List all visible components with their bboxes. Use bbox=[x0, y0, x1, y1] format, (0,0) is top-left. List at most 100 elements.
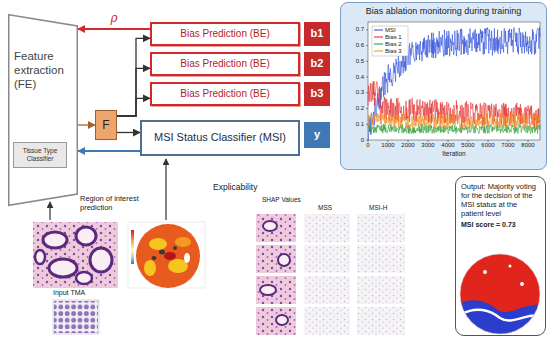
section-subheading: SHAP Values bbox=[262, 196, 301, 203]
axis-title: Iteration bbox=[424, 150, 484, 157]
feature-extractor: Feature extraction (FE) Tissue Type Class… bbox=[8, 14, 78, 206]
axis-tick-label: 6000 bbox=[473, 142, 503, 149]
axis-tick bbox=[528, 140, 529, 142]
illustration-part bbox=[357, 245, 405, 273]
trapezoid-shape bbox=[9, 15, 78, 206]
annotation: Region of interest prediction bbox=[80, 195, 144, 212]
illustration-part bbox=[366, 27, 540, 142]
connector-arrow bbox=[78, 150, 140, 152]
axis-tick-label: 0.1 bbox=[343, 121, 364, 128]
box-note: MSI score = 0.73 bbox=[461, 221, 516, 229]
illustration-part bbox=[368, 22, 540, 140]
data-series bbox=[368, 81, 540, 128]
illustration-part bbox=[43, 232, 67, 248]
connector-arrow bbox=[117, 132, 140, 133]
axis-tick-label: 5000 bbox=[453, 142, 483, 149]
bias-predictor-box: Bias Prediction (BE) bbox=[150, 22, 300, 46]
box-label: Output: Majority voting for the decision… bbox=[461, 182, 540, 218]
axis-tick bbox=[508, 140, 509, 142]
illustration-part bbox=[483, 270, 487, 274]
illustration-part bbox=[49, 259, 77, 277]
illustration-part bbox=[256, 245, 296, 273]
axis-tick-label: 0.4 bbox=[343, 74, 364, 81]
connector-arrow bbox=[117, 98, 150, 116]
axis-tick bbox=[366, 108, 368, 109]
box-label: Bias ablation monitoring during training bbox=[366, 6, 522, 17]
illustration-part bbox=[278, 254, 290, 266]
illustration-part bbox=[455, 250, 547, 338]
illustration-part bbox=[173, 246, 177, 250]
illustration-part bbox=[35, 250, 45, 264]
data-series bbox=[368, 27, 540, 140]
legend-label: MSI bbox=[385, 27, 396, 34]
illustration-part bbox=[374, 30, 383, 31]
axis-tick bbox=[488, 140, 489, 142]
connector-arrow bbox=[117, 38, 150, 116]
axis-tick-label: 0 bbox=[353, 142, 383, 149]
illustration-part bbox=[49, 202, 50, 220]
illustration-part bbox=[90, 248, 112, 272]
class-output-box: y bbox=[304, 122, 330, 148]
illustration-part bbox=[33, 222, 118, 288]
illustration-part bbox=[263, 221, 277, 231]
illustration-part bbox=[164, 252, 176, 260]
illustration-part bbox=[184, 253, 190, 263]
axis-tick-label: 0.7 bbox=[343, 26, 364, 33]
axis-tick bbox=[448, 140, 449, 142]
bias-output-box: b1 bbox=[304, 22, 330, 46]
box-label: y bbox=[314, 128, 320, 141]
box-label: b1 bbox=[311, 27, 324, 40]
classifier-box: MSI Status Classifier (MSI) bbox=[140, 120, 300, 156]
legend-label: Bias 2 bbox=[385, 41, 402, 48]
box-label: Tissue Type Classifier bbox=[17, 147, 63, 163]
axis-tick bbox=[428, 140, 429, 142]
illustration-part bbox=[374, 51, 383, 52]
illustration-part bbox=[304, 307, 350, 335]
illustration-part bbox=[54, 301, 98, 333]
axis-tick-label: 4000 bbox=[433, 142, 463, 149]
box-label: F bbox=[102, 118, 109, 132]
column-header: MSI-H bbox=[369, 204, 387, 211]
illustration-part bbox=[256, 214, 296, 242]
axis-tick-label: 0.5 bbox=[343, 58, 364, 65]
axis-tick-label: 0.3 bbox=[343, 89, 364, 96]
output-bubble: Output: Majority voting for the decision… bbox=[455, 176, 546, 336]
illustration-part bbox=[260, 285, 276, 295]
illustration-part bbox=[509, 265, 512, 268]
axis-tick-label: 0 bbox=[343, 137, 364, 144]
axis-tick-label: 3000 bbox=[413, 142, 443, 149]
bias-output-box: b3 bbox=[304, 82, 330, 106]
column-header: MSS bbox=[318, 204, 332, 211]
legend-label: Bias 1 bbox=[385, 34, 402, 41]
axis-tick bbox=[366, 61, 368, 62]
box-label: Bias Prediction (BE) bbox=[180, 58, 269, 70]
illustration-part bbox=[76, 272, 92, 284]
axis-tick bbox=[366, 29, 368, 30]
box-label: b2 bbox=[311, 57, 324, 70]
data-series bbox=[368, 113, 540, 129]
legend-label: Bias 3 bbox=[385, 48, 402, 55]
illustration-part bbox=[304, 276, 350, 304]
illustration-part bbox=[149, 238, 167, 250]
illustration-part bbox=[134, 222, 204, 288]
box-title: Feature extraction (FE) bbox=[14, 14, 74, 91]
illustration-part bbox=[462, 310, 540, 321]
illustration-part bbox=[76, 227, 96, 245]
axis-tick bbox=[408, 140, 409, 142]
bias-predictor-box: Bias Prediction (BE) bbox=[150, 82, 300, 106]
axis-tick-label: 0.2 bbox=[343, 105, 364, 112]
illustration-part bbox=[520, 282, 524, 286]
trapezoid-outline bbox=[8, 14, 78, 206]
illustration-part bbox=[460, 254, 540, 334]
axis-tick-label: 8000 bbox=[513, 142, 543, 149]
illustration-part bbox=[357, 276, 405, 304]
illustration-part bbox=[131, 230, 134, 264]
axis-tick bbox=[366, 124, 368, 125]
illustration-part bbox=[256, 307, 296, 335]
illustration-part bbox=[152, 256, 157, 260]
illustration-part bbox=[340, 2, 547, 170]
connector-arrow bbox=[78, 124, 95, 125]
